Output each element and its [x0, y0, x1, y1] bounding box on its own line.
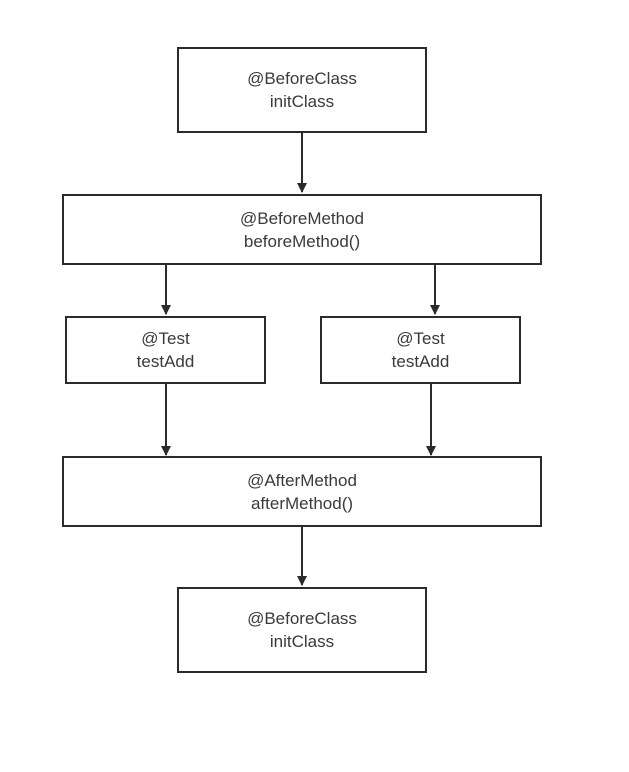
node-after-method: @AfterMethod afterMethod() — [62, 456, 542, 527]
node-method: afterMethod() — [250, 493, 354, 513]
node-method: testAdd — [391, 352, 450, 371]
node-annotation: @BeforeMethod — [239, 208, 365, 228]
node-before-class-top: @BeforeClass initClass — [177, 47, 427, 133]
node-annotation: @Test — [141, 329, 190, 348]
node-before-method: @BeforeMethod beforeMethod() — [62, 194, 542, 265]
node-annotation: @BeforeClass — [247, 609, 357, 628]
node-method: beforeMethod() — [243, 231, 361, 251]
node-method: testAdd — [136, 352, 195, 371]
node-method: initClass — [269, 632, 335, 651]
node-annotation: @Test — [396, 329, 445, 348]
node-test-right: @Test testAdd — [320, 316, 521, 384]
node-test-left: @Test testAdd — [65, 316, 266, 384]
node-annotation: @BeforeClass — [247, 69, 357, 88]
node-method: initClass — [269, 92, 335, 111]
node-before-class-bottom: @BeforeClass initClass — [177, 587, 427, 673]
node-annotation: @AfterMethod — [247, 470, 357, 490]
